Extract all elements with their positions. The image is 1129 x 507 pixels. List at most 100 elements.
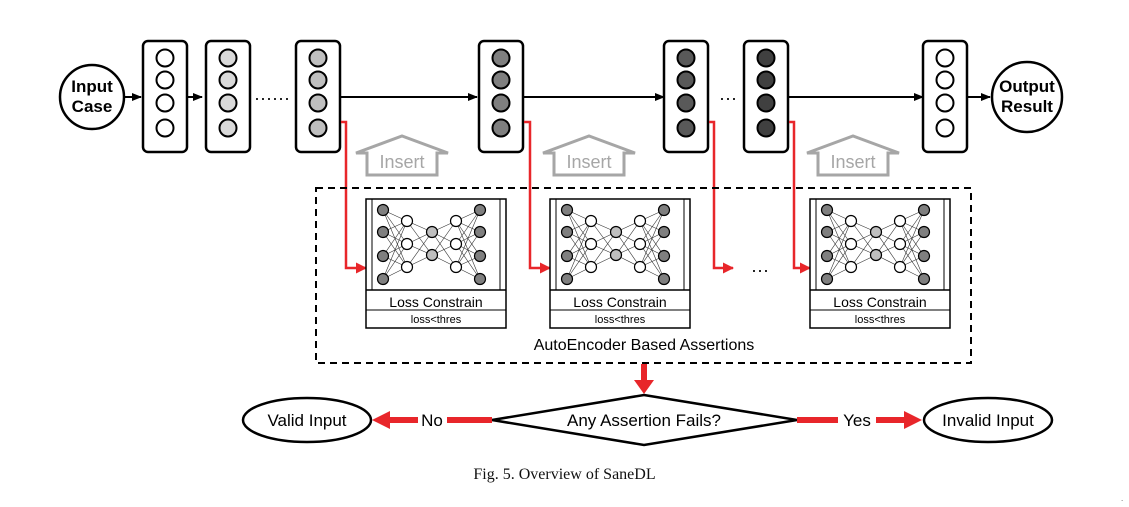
invalid-input-label: Invalid Input — [942, 411, 1034, 430]
autoencoder-network — [820, 203, 931, 286]
assertions-container — [315, 187, 972, 364]
figure-caption: Fig. 5. Overview of SaneDL — [473, 466, 656, 483]
ae-neuron — [376, 203, 390, 217]
ae-neuron — [473, 272, 487, 286]
assertions-label: AutoEncoder Based Assertions — [534, 337, 755, 354]
output-node-line2: Result — [1001, 97, 1053, 116]
insert-arrow-2: Insert — [542, 134, 636, 177]
neuron-2 — [218, 70, 238, 90]
ae-neuron — [869, 225, 883, 239]
ae-neuron — [473, 225, 487, 239]
neuron-3 — [676, 93, 696, 113]
neuron-2 — [676, 70, 696, 90]
loss-constrain-title: Loss Constrain — [833, 294, 926, 310]
insert-arrow-shape — [355, 134, 449, 177]
neuron-1 — [491, 48, 511, 68]
ae-neuron — [844, 260, 858, 274]
ae-neuron — [449, 237, 463, 251]
autoencoder-ellipsis: ··· — [751, 260, 769, 280]
neuron-3 — [218, 93, 238, 113]
neuron-1 — [676, 48, 696, 68]
ae-neuron — [844, 214, 858, 228]
neuron-4 — [155, 118, 175, 138]
neuron-4 — [676, 118, 696, 138]
valid-input-label: Valid Input — [267, 411, 346, 430]
neural-layer-4 — [477, 39, 525, 154]
tap-arrow-4 — [789, 120, 811, 274]
neuron-3 — [756, 93, 776, 113]
ae-neuron — [657, 272, 671, 286]
ae-neuron — [820, 272, 834, 286]
neuron-4 — [756, 118, 776, 138]
ae-neuron — [820, 225, 834, 239]
ae-neuron — [376, 249, 390, 263]
neural-layer-5 — [662, 39, 710, 154]
down-arrow-head — [634, 380, 654, 394]
ae-neuron — [560, 203, 574, 217]
neural-layers — [141, 39, 969, 154]
ae-neuron — [609, 248, 623, 262]
neuron-1 — [935, 48, 955, 68]
autoencoder-network — [560, 203, 671, 286]
ae-neuron — [917, 249, 931, 263]
loss-threshold-note: loss<thres — [595, 314, 646, 326]
ae-neuron — [820, 203, 834, 217]
tap-arrow-3 — [709, 120, 734, 274]
neuron-3 — [308, 93, 328, 113]
neuron-4 — [218, 118, 238, 138]
neuron-2 — [155, 70, 175, 90]
autoencoder-network — [376, 203, 487, 286]
neuron-2 — [756, 70, 776, 90]
ae-neuron — [633, 214, 647, 228]
neuron-4 — [935, 118, 955, 138]
neuron-4 — [491, 118, 511, 138]
ae-neuron — [917, 203, 931, 217]
autoencoder-box — [549, 198, 691, 329]
neuron-3 — [491, 93, 511, 113]
ae-neuron — [893, 237, 907, 251]
ae-neuron — [584, 214, 598, 228]
neuron-1 — [308, 48, 328, 68]
ae-neuron — [917, 272, 931, 286]
neuron-3 — [935, 93, 955, 113]
ae-neuron — [425, 248, 439, 262]
neural-layer-1 — [141, 39, 189, 154]
neural-layer-3 — [294, 39, 342, 154]
yes-label: Yes — [843, 411, 871, 430]
input-case-node: Input Case — [58, 63, 126, 131]
ae-neuron — [893, 260, 907, 274]
neural-layer-2 — [204, 39, 252, 154]
ae-neuron — [473, 203, 487, 217]
ae-neuron — [560, 225, 574, 239]
yes-arrow-head — [904, 411, 922, 429]
neuron-4 — [308, 118, 328, 138]
ae-neuron — [400, 260, 414, 274]
ae-neuron — [376, 225, 390, 239]
ae-neuron — [893, 214, 907, 228]
decision-diamond — [491, 393, 798, 447]
ae-neuron — [376, 272, 390, 286]
output-node-line1: Output — [999, 77, 1055, 96]
input-node-line1: Input — [71, 77, 113, 96]
loss-threshold-note: loss<thres — [855, 314, 906, 326]
ae-neuron — [560, 249, 574, 263]
ae-neuron — [560, 272, 574, 286]
ae-neuron — [844, 237, 858, 251]
decision-flow: Any Assertion Fails? No Yes Valid Input … — [241, 364, 1054, 447]
ae-neuron — [609, 225, 623, 239]
neuron-2 — [491, 70, 511, 90]
no-label: No — [421, 411, 443, 430]
tap-arrow-2 — [524, 120, 551, 274]
tap-arrow-1 — [341, 120, 367, 274]
ae-neuron — [633, 237, 647, 251]
ae-neuron — [400, 214, 414, 228]
insert-arrow-1: Insert — [355, 134, 449, 177]
ae-neuron — [657, 249, 671, 263]
ae-neuron — [657, 225, 671, 239]
ae-neuron — [400, 237, 414, 251]
insert-arrow-shape — [542, 134, 636, 177]
